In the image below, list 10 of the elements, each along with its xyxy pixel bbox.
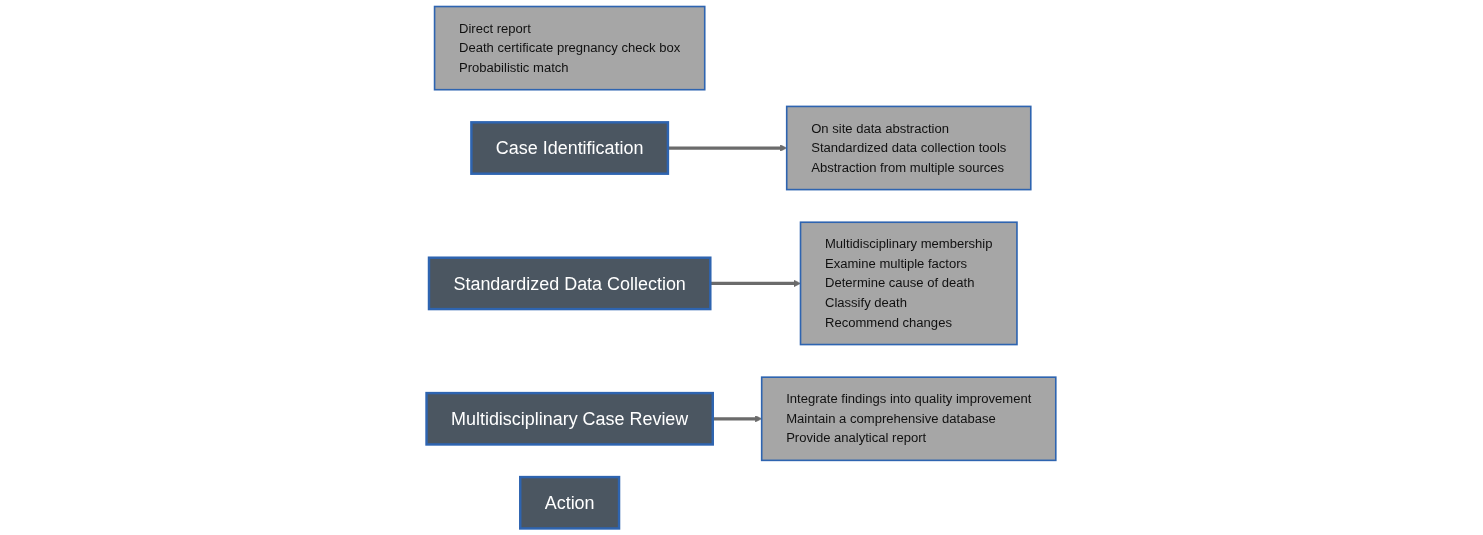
node-box: Integrate findings into quality improvement Maintain a comprehensive database Provide analytical report: [761, 376, 1057, 462]
node-box: Case Identification: [470, 121, 670, 175]
node-box: Multidisciplinary Case Review: [425, 391, 715, 446]
node-box: Multidisciplinary membership Examine multiple factors Determine cause of death Classify death Recommend changes: [800, 221, 1019, 346]
node-box: Direct report Death certificate pregnancy check box Probabilistic match: [434, 5, 706, 91]
arrow: [668, 144, 788, 152]
node-box: Standardized Data Collection: [428, 256, 712, 311]
arrow: [713, 415, 763, 423]
node-box: Action: [519, 475, 621, 530]
node-box: On site data abstraction Standardized data collection tools Abstraction from multiple sources: [786, 105, 1032, 191]
